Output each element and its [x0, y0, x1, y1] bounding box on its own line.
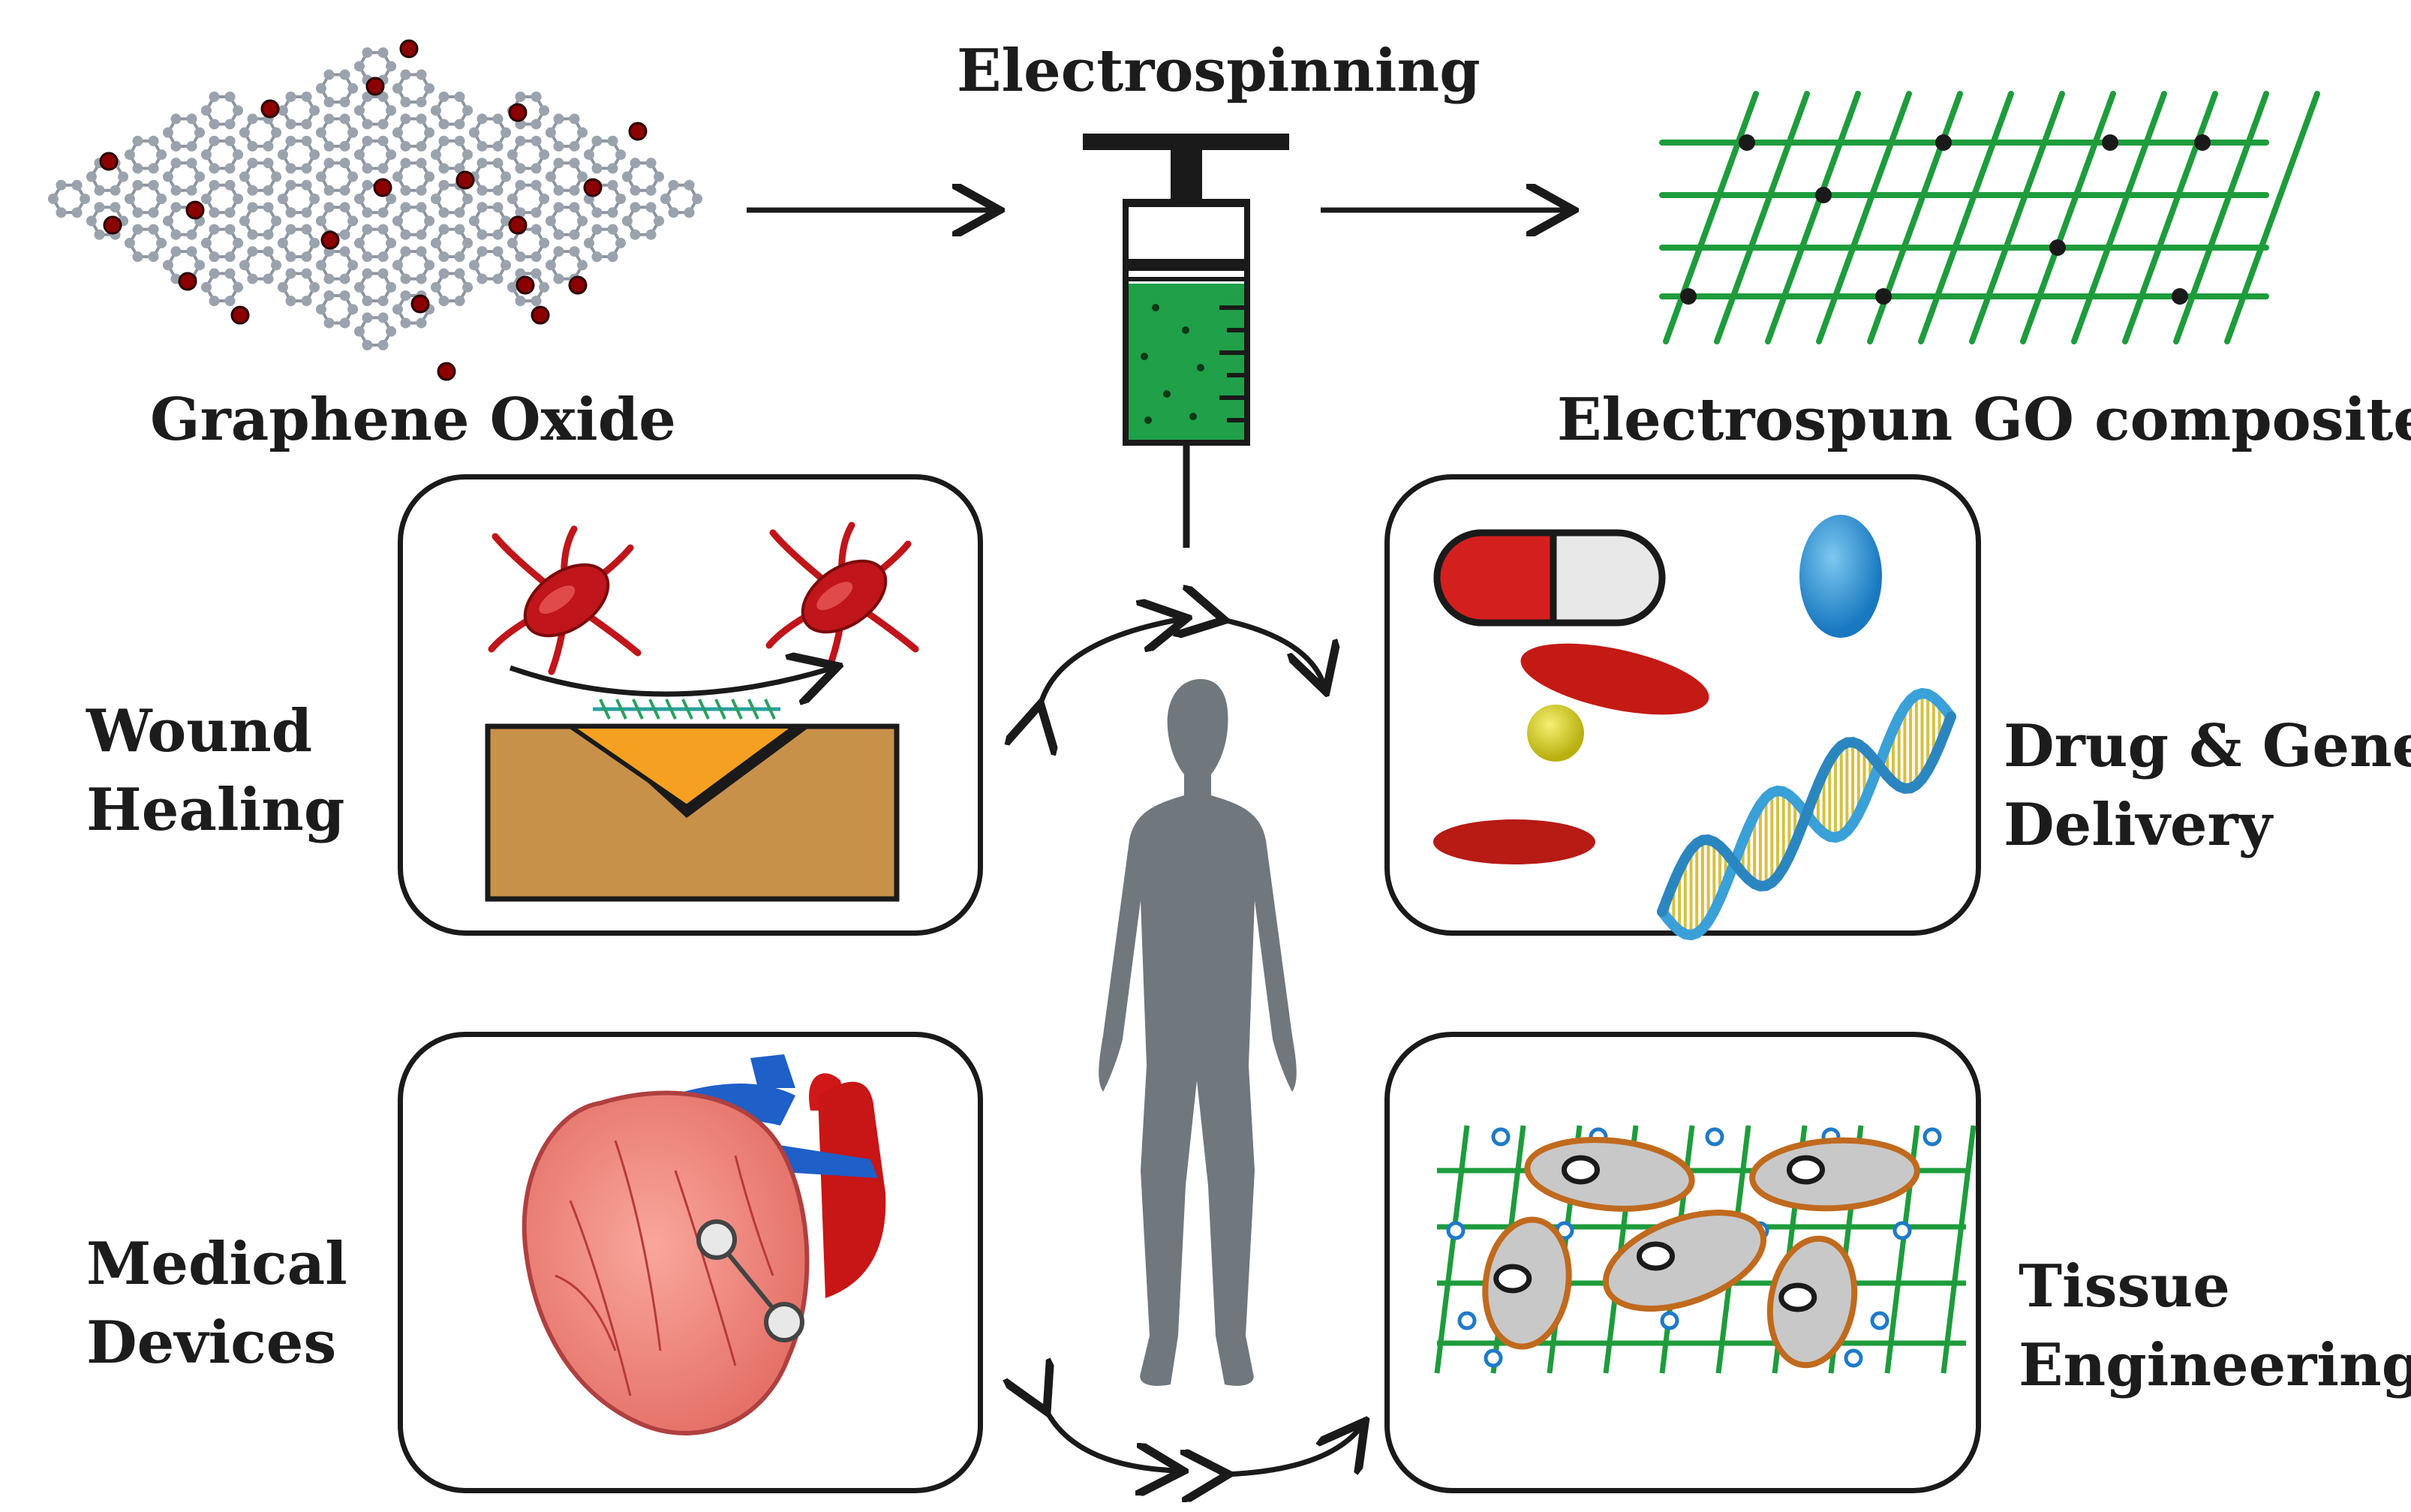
wound-label-line2: Healing: [86, 776, 345, 844]
bacteria-icon: [765, 522, 919, 672]
red-tablet-small-icon: [1433, 819, 1595, 864]
human-silhouette-icon: [1099, 679, 1297, 1386]
graphene-oxide-lattice-icon: [47, 39, 703, 381]
heart-icon: [522, 1054, 886, 1435]
double-arrow-bottom-right: [1223, 1426, 1362, 1474]
wound-label-line1: Wound: [86, 697, 313, 765]
double-arrow-bottom-left: [1045, 1407, 1178, 1471]
graphene-oxide-label: Graphene Oxide: [150, 386, 676, 454]
medical-devices-label-line2: Devices: [86, 1309, 337, 1377]
yellow-bead-icon: [1527, 705, 1584, 762]
medical-devices-label-line1: Medical: [86, 1230, 347, 1298]
dna-icon: [1657, 687, 1956, 941]
capsule-icon: [1433, 529, 1666, 627]
wound-icon: [485, 699, 900, 902]
curved-arrow: [509, 668, 833, 694]
bacteria-icon: [488, 525, 642, 675]
tissue-label-line2: Engineering: [2019, 1331, 2411, 1399]
tissue-label-line1: Tissue: [2019, 1252, 2230, 1321]
red-tablet-icon: [1520, 643, 1709, 715]
drug-gene-label-line2: Delivery: [2004, 791, 2272, 859]
double-arrow-top-left: [1039, 619, 1182, 709]
syringe-icon: [1083, 134, 1289, 548]
double-arrow-top-right: [1219, 619, 1324, 687]
electrospun-composite-label: Electrospun GO composite: [1557, 386, 2411, 454]
electrospinning-label: Electrospinning: [957, 37, 1481, 105]
drug-gene-label-line1: Drug & Gene: [2004, 712, 2411, 780]
fiber-mesh-icon: [1659, 91, 2320, 344]
blue-pill-icon: [1799, 515, 1882, 638]
tissue-scaffold-icon: [1434, 1125, 1977, 1374]
